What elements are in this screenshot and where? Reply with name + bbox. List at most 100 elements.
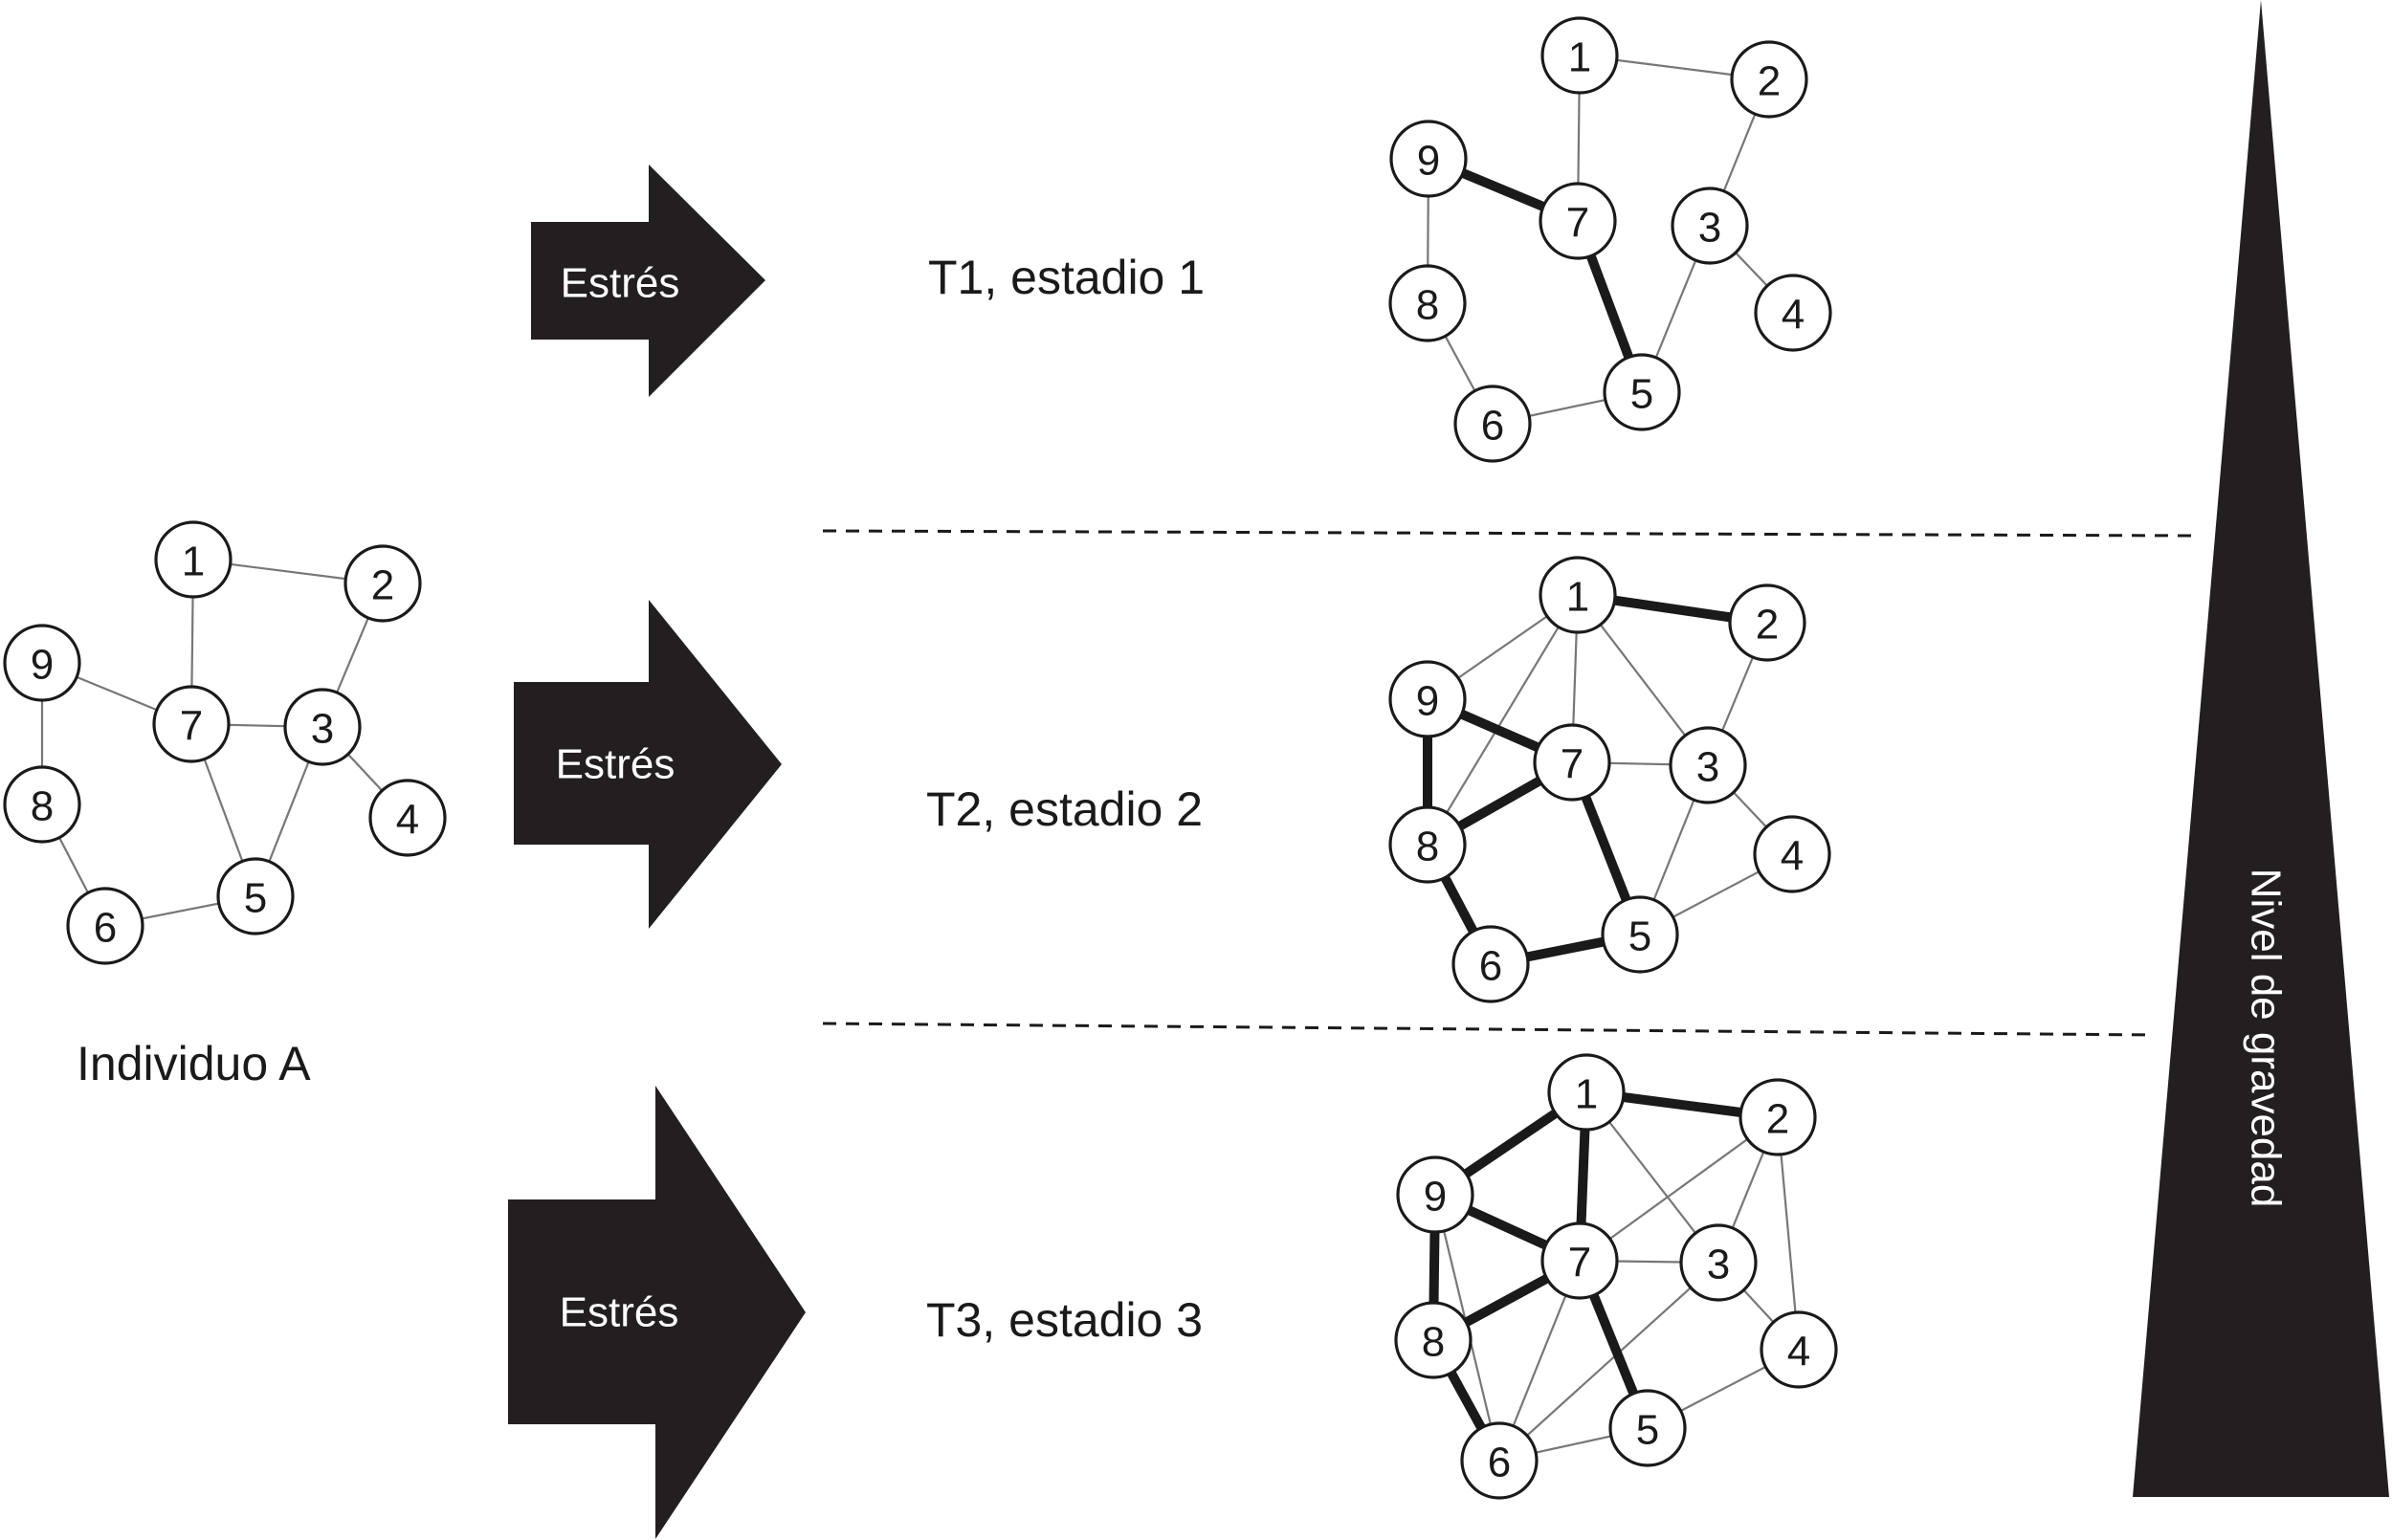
- node-6: 6: [1460, 1421, 1539, 1500]
- node-1-circle: [1547, 1053, 1626, 1132]
- edge-1-8-thin: [1427, 594, 1579, 846]
- network-t3: 1 2 3 4 5 6 7 8 9: [1394, 1053, 1838, 1500]
- node-2: 2: [343, 544, 422, 623]
- node-4-circle: [1754, 274, 1832, 352]
- node-3-circle: [1679, 1223, 1758, 1302]
- node-1-circle: [1540, 16, 1619, 95]
- node-7: 7: [1539, 182, 1617, 260]
- node-5: 5: [1608, 1389, 1687, 1467]
- node-1-circle: [1539, 556, 1617, 634]
- stress-arrow-3: Estrés: [508, 1086, 806, 1539]
- node-1-label: 1: [182, 539, 205, 585]
- node-5-label: 5: [244, 875, 267, 922]
- edge-3-6-thin: [1498, 1262, 1719, 1462]
- node-6-label: 6: [94, 905, 117, 952]
- node-6-label: 6: [1481, 403, 1504, 450]
- node-8-circle: [1388, 264, 1467, 342]
- node-1: 1: [1539, 556, 1617, 634]
- stress-arrow-2: Estrés: [514, 600, 782, 929]
- stress-arrow-1-label: Estrés: [561, 260, 680, 307]
- node-7: 7: [1533, 723, 1611, 802]
- node-2-circle: [1728, 583, 1806, 662]
- node-3-circle: [1669, 726, 1747, 804]
- node-9-circle: [1389, 120, 1468, 198]
- network-individuo-a: 1 2 3 4 5 6 7 8 9: [3, 520, 447, 965]
- node-3-label: 3: [311, 706, 334, 753]
- stage-divider-2: [822, 1022, 2154, 1037]
- node-7-circle: [1533, 723, 1611, 802]
- node-7-label: 7: [1568, 1240, 1591, 1287]
- node-2-label: 2: [1766, 1096, 1789, 1143]
- node-1-label: 1: [1566, 574, 1589, 621]
- stress-arrow-3-label: Estrés: [560, 1289, 679, 1336]
- node-7-label: 7: [1561, 741, 1584, 788]
- node-3-label: 3: [1696, 744, 1719, 791]
- node-3-label: 3: [1707, 1242, 1730, 1288]
- node-2-label: 2: [1756, 602, 1779, 649]
- node-3-label: 3: [1698, 205, 1721, 252]
- edge-2-4-thin: [1776, 1116, 1801, 1351]
- node-8: 8: [1388, 805, 1467, 884]
- node-8-circle: [1388, 805, 1467, 884]
- node-9-label: 9: [1424, 1174, 1447, 1221]
- network-t2: 1 2 345 6 7 8 9: [1388, 556, 1831, 1003]
- node-3: 3: [283, 688, 362, 766]
- node-2-label: 2: [1758, 58, 1781, 105]
- node-7-circle: [1540, 1221, 1619, 1300]
- node-4-circle: [1753, 815, 1831, 893]
- stress-arrow-1: Estrés: [531, 165, 765, 397]
- severity-label: Nivel de gravedad: [2243, 869, 2290, 1208]
- node-4-label: 4: [1787, 1329, 1810, 1375]
- node-5: 5: [216, 857, 295, 935]
- node-2: 2: [1730, 40, 1808, 119]
- node-8-label: 8: [1416, 282, 1439, 329]
- node-6: 6: [66, 887, 144, 965]
- node-7-label: 7: [1566, 200, 1589, 247]
- node-4-circle: [1760, 1310, 1838, 1389]
- node-7-circle: [1539, 182, 1617, 260]
- node-5: 5: [1601, 895, 1679, 974]
- node-8-circle: [1394, 1301, 1473, 1379]
- node-5: 5: [1603, 353, 1681, 431]
- node-9: 9: [1389, 120, 1468, 198]
- node-9-label: 9: [1416, 678, 1439, 725]
- stage-label-t3: T3, estadio 3: [926, 1293, 1203, 1347]
- node-9-circle: [3, 624, 81, 702]
- node-5-label: 5: [1636, 1407, 1659, 1454]
- node-1: 1: [154, 520, 233, 599]
- node-5-circle: [1601, 895, 1679, 974]
- node-5-label: 5: [1630, 371, 1653, 418]
- stage-divider-1: [822, 529, 2192, 538]
- node-8: 8: [1388, 264, 1467, 342]
- node-8-label: 8: [31, 783, 54, 830]
- node-4: 4: [1753, 815, 1831, 893]
- node-8-circle: [3, 765, 81, 844]
- node-9-label: 9: [31, 642, 54, 689]
- node-7-circle: [152, 685, 231, 763]
- node-8: 8: [1394, 1301, 1473, 1379]
- node-1-label: 1: [1568, 34, 1591, 81]
- node-8-label: 8: [1422, 1319, 1445, 1366]
- node-3: 3: [1669, 726, 1747, 804]
- node-6-circle: [66, 887, 144, 965]
- node-1-label: 1: [1575, 1071, 1598, 1118]
- stage-label-t2: T2, estadio 2: [926, 782, 1203, 836]
- node-3-circle: [1671, 187, 1749, 265]
- edge-7-2-thin: [1579, 1116, 1779, 1262]
- node-5-circle: [1603, 353, 1681, 431]
- node-7: 7: [152, 685, 231, 763]
- node-9-circle: [1388, 660, 1467, 738]
- node-6-label: 6: [1479, 943, 1502, 990]
- node-7: 7: [1540, 1221, 1619, 1300]
- node-3: 3: [1679, 1223, 1758, 1302]
- node-2-circle: [1739, 1078, 1817, 1156]
- node-1: 1: [1547, 1053, 1626, 1132]
- stage-label-t1: T1, estadio 1: [928, 251, 1205, 304]
- node-9-circle: [1396, 1155, 1474, 1234]
- stress-arrow-2-label: Estrés: [556, 741, 676, 788]
- node-9: 9: [1396, 1155, 1474, 1234]
- node-6-circle: [1453, 385, 1532, 463]
- node-4-label: 4: [396, 797, 419, 844]
